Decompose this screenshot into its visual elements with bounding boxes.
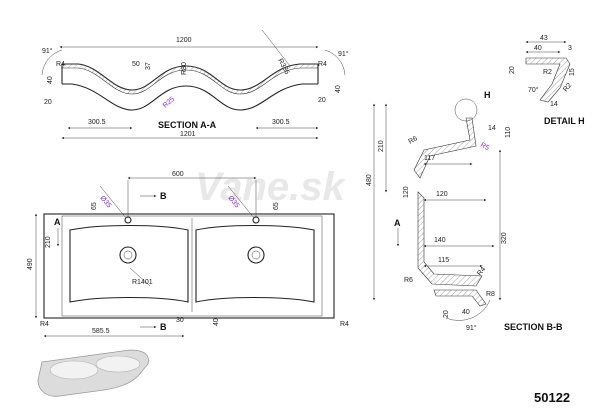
dim-20-left: 20 [44,99,52,106]
dim-50: 50 [132,61,140,68]
dim-20-right: 20 [318,97,326,104]
detail-h-title: DETAIL H [544,116,585,126]
dim-40-left: 40 [47,76,54,84]
dim-40-right: 40 [335,85,342,93]
dim-110: 110 [505,127,512,138]
dim-20: 20 [443,310,450,318]
marker-a: A [394,218,401,228]
dim-r2b: R2 [562,82,573,93]
dim-angle-right: 91° [338,50,349,58]
dim-300-left: 300.5 [88,119,106,126]
dim-120-h: 120 [436,191,448,198]
dim-490: 490 [27,258,34,270]
section-bb-title: SECTION B-B [504,322,563,332]
dim-angle: 91° [466,324,477,332]
marker-h: H [484,90,491,100]
basin-3d-bowl-left [49,360,99,380]
dim-585: 585.5 [92,328,110,335]
detail-h-profile [525,57,571,103]
dim-3: 3 [568,45,572,52]
section-aa-hatch [61,63,319,95]
leader-dia-left [99,185,127,219]
section-bb-top-hatch [413,117,477,179]
marker-b-top: B [160,191,167,201]
leader-r336 [261,29,291,67]
drain-right-inner [251,250,261,260]
dim-14: 14 [550,101,558,108]
product-thumbnail [37,349,149,397]
dim-65-right: 65 [273,202,280,210]
detail-h-circle [454,98,478,122]
plan-inner-outline [61,215,323,317]
dim-600: 600 [172,171,184,178]
dim-r5: R5 [479,142,490,153]
marker-a: A [54,217,61,227]
dim-480: 480 [366,174,373,186]
dim-43: 43 [540,35,548,42]
dim-1201: 1201 [180,131,196,138]
dim-r2: R2 [543,69,552,76]
watermark: Vane.sk [195,165,346,209]
dim-r25: R25 [162,96,176,110]
section-aa-bottom-profile [62,83,318,111]
dim-320: 320 [501,232,508,244]
dim-r4-left: R4 [40,321,49,328]
basin-3d-bowl-right [95,355,141,373]
dim-300-right: 300.5 [272,119,290,126]
dim-r6-bottom: R6 [404,277,413,284]
dim-1200: 1200 [176,37,192,44]
leader-r1401 [129,267,151,287]
dim-140: 140 [434,237,446,244]
dim-r4-right: R4 [318,61,327,68]
plan-view: 600 Ø35 Ø35 65 65 B B A 4 [27,171,349,338]
dim-30: 30 [176,317,184,324]
marker-b-bottom: B [160,322,167,332]
dim-65-left: 65 [91,202,98,210]
dim-r80: R80 [181,62,188,75]
drain-left-inner [123,250,133,260]
dim-r6-top: R6 [408,135,419,146]
dim-117: 117 [424,155,435,162]
dim-r8: R8 [486,291,495,298]
dim-210: 210 [378,140,385,152]
dim-r1401: R1401 [132,279,153,286]
section-aa-title: SECTION A-A [158,120,217,130]
basin-left [69,224,189,303]
dim-37: 37 [145,62,152,70]
section-aa-view: 1200 91° 91° R336 50 37 R80 R25 R4 R4 40… [41,29,349,140]
section-bb-bottom-hatch [417,191,483,287]
section-bb-view: 480 210 H 117 14 R5 R6 110 120 120 A 140… [366,90,563,332]
dim-120-v: 120 [403,186,410,198]
angle-arc-left [41,49,63,76]
plan-outline [43,213,335,319]
drain-right [247,246,265,264]
drain-left [119,246,137,264]
dim-40: 40 [534,45,542,52]
angle-arc-right [324,49,346,76]
dim-210: 210 [45,236,52,248]
dim-115: 115 [438,257,449,264]
dim-angle-left: 91° [42,47,53,55]
model-number: 50122 [534,390,570,405]
angle-arc-bb [445,299,491,321]
dim-20: 20 [509,66,516,74]
basin-right [195,224,315,303]
dim-r4: R4 [476,266,487,277]
detail-h-view: 43 40 3 20 R2 15 R2 70° 14 DETAIL H [509,35,585,126]
dim-r4-left: R4 [56,61,65,68]
section-bb-foot-hatch [433,289,487,307]
dim-r4-right: R4 [340,321,349,328]
dim-40: 40 [462,309,470,316]
leader-dia-right [227,185,255,219]
dim-14: 14 [488,125,496,132]
dim-15: 15 [569,68,576,76]
dim-dia-left: Ø35 [98,195,112,210]
dim-angle: 70° [528,86,539,94]
dim-40: 40 [213,318,220,326]
